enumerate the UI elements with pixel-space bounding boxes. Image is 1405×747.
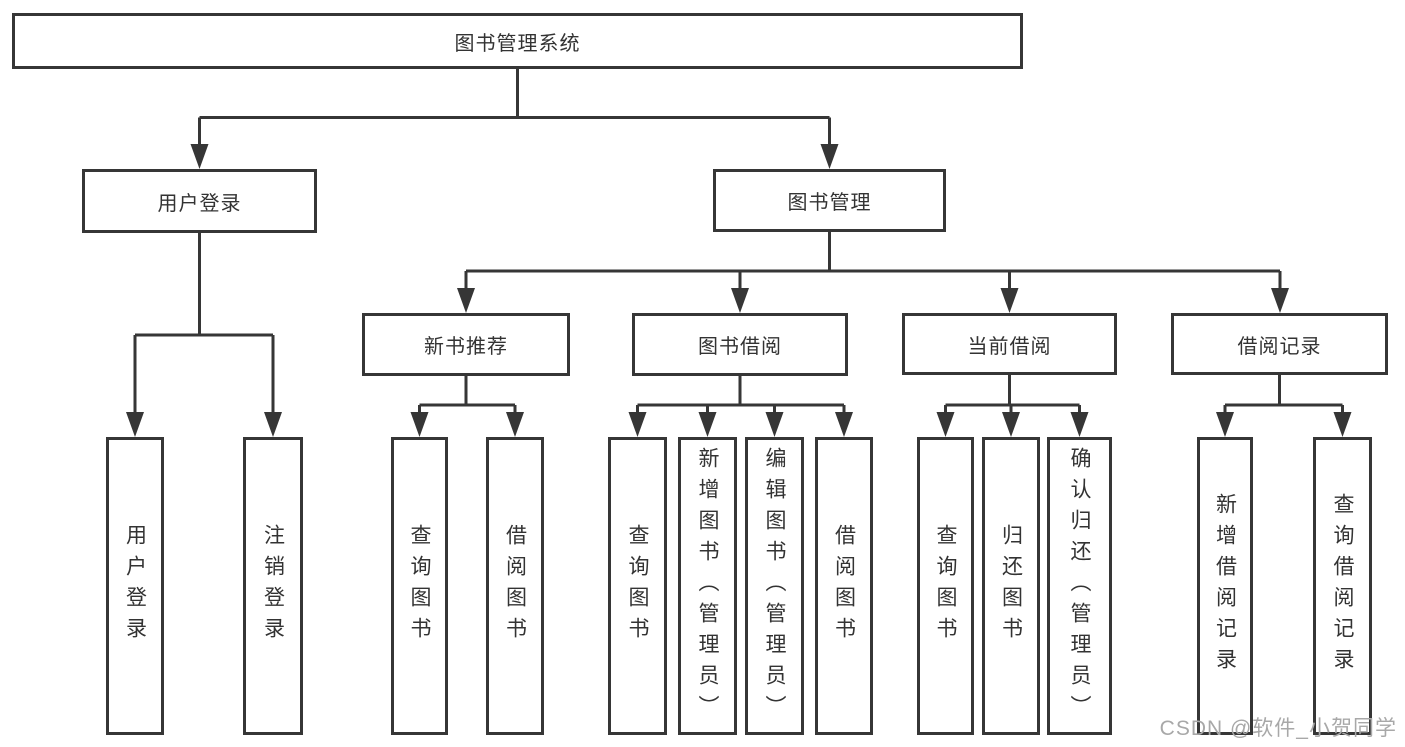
node-new-book-recommend: 新书推荐 <box>362 313 570 376</box>
node-borrow-records: 借阅记录 <box>1171 313 1388 375</box>
node-book-borrow: 图书借阅 <box>632 313 848 376</box>
arrowhead-path <box>126 144 1352 437</box>
leaf-label: 注销登录 <box>261 524 285 648</box>
leaf-label: 查询图书 <box>408 524 431 648</box>
leaf-label: 新增图书（管理员） <box>696 446 719 726</box>
node-root-library-system: 图书管理系统 <box>12 13 1023 69</box>
leaf-label: 编辑图书（管理员） <box>763 446 786 726</box>
node-leaf-query-books-1: 查询图书 <box>391 437 448 735</box>
csdn-watermark: CSDN @软件_小贺同学 <box>1159 717 1397 740</box>
leaf-label: 借阅图书 <box>832 524 856 648</box>
node-leaf-edit-books-admin: 编辑图书（管理员） <box>745 437 804 735</box>
leaf-label: 查询图书 <box>626 524 649 648</box>
node-book-management-module: 图书管理 <box>713 169 946 232</box>
node-leaf-add-borrow-record: 新增借阅记录 <box>1197 437 1253 735</box>
node-leaf-borrow-books-1: 借阅图书 <box>486 437 544 735</box>
node-leaf-return-books: 归还图书 <box>982 437 1040 735</box>
leaf-label: 归还图书 <box>999 524 1023 648</box>
leaf-label: 查询图书 <box>934 524 957 648</box>
leaf-label: 新增借阅记录 <box>1213 493 1237 679</box>
node-leaf-user-login: 用户登录 <box>106 437 164 735</box>
node-leaf-query-books-2: 查询图书 <box>608 437 667 735</box>
node-leaf-logout: 注销登录 <box>243 437 303 735</box>
leaf-label: 查询借阅记录 <box>1331 493 1354 679</box>
node-leaf-borrow-books-2: 借阅图书 <box>815 437 873 735</box>
node-leaf-query-books-3: 查询图书 <box>917 437 974 735</box>
leaf-label: 用户登录 <box>123 524 147 648</box>
leaf-label: 借阅图书 <box>503 524 527 648</box>
node-current-borrow: 当前借阅 <box>902 313 1117 375</box>
node-leaf-add-books-admin: 新增图书（管理员） <box>678 437 737 735</box>
node-leaf-query-borrow-record: 查询借阅记录 <box>1313 437 1372 735</box>
leaf-label: 确认归还（管理员） <box>1068 446 1091 726</box>
node-user-login-module: 用户登录 <box>82 169 317 233</box>
node-leaf-confirm-return-admin: 确认归还（管理员） <box>1047 437 1112 735</box>
